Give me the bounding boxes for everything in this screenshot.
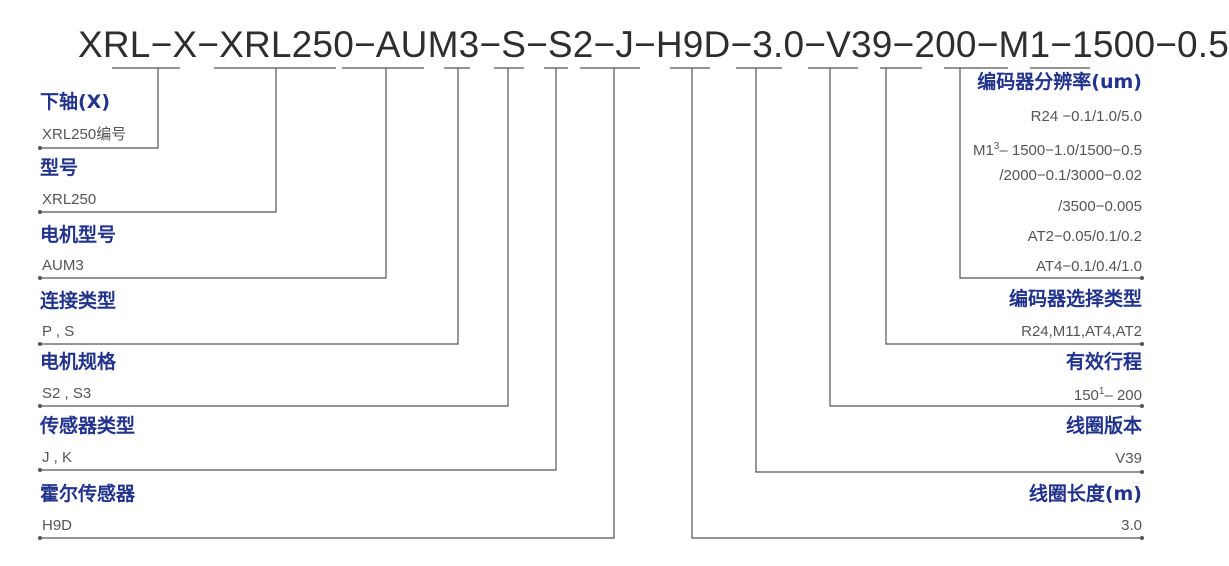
connector-s <box>40 68 459 345</box>
encoder-resolution-line-1: M13– 1500−1.0/1500−0.5 <box>972 141 1142 159</box>
left-title-3: 连接类型 <box>40 290 117 312</box>
connector-v39 <box>755 68 1142 473</box>
connector-xrl250 <box>40 68 277 213</box>
connector-j <box>40 68 557 471</box>
coil-version-title: 线圈版本 <box>1065 415 1142 437</box>
encoder-resolution-title: 编码器分辨率(um) <box>977 71 1142 93</box>
encoder-resolution-line-3: /3500−0.005 <box>1058 198 1142 215</box>
left-value-1: XRL250 <box>42 191 97 208</box>
connector-s2 <box>40 68 509 407</box>
stroke-title: 有效行程 <box>1065 351 1142 373</box>
coil-version-value: V39 <box>1115 450 1142 467</box>
encoder-resolution-line-0: R24 −0.1/1.0/5.0 <box>1030 108 1142 125</box>
left-value-5: J , K <box>42 449 73 466</box>
connector-x <box>40 68 159 149</box>
encoder-type-value: R24,M11,AT4,AT2 <box>1021 323 1142 340</box>
left-title-0: 下轴(X) <box>40 91 111 113</box>
left-value-4: S2 , S3 <box>42 385 92 402</box>
left-value-0: XRL250编号 <box>42 126 127 143</box>
encoder-resolution-line-5: AT4−0.1/0.4/1.0 <box>1035 258 1142 275</box>
left-title-1: 型号 <box>40 157 79 179</box>
connector-200 <box>829 68 1142 407</box>
left-title-4: 电机规格 <box>40 351 117 373</box>
connector-m1 <box>885 68 1142 345</box>
connector-3-0 <box>691 68 1142 539</box>
connector-h9d <box>40 68 615 539</box>
stroke-value: 1501– 200 <box>1073 386 1142 404</box>
coil-length-value: 3.0 <box>1121 517 1142 534</box>
left-title-2: 电机型号 <box>40 224 117 246</box>
left-value-6: H9D <box>42 517 73 534</box>
connector-aum3 <box>40 68 387 279</box>
left-value-3: P , S <box>42 323 75 340</box>
encoder-resolution-line-2: /2000−0.1/3000−0.02 <box>999 167 1142 184</box>
left-title-5: 传感器类型 <box>40 415 136 437</box>
encoder-type-title: 编码器选择类型 <box>1008 288 1142 310</box>
model-code: XRL−X−XRL250−AUM3−S−S2−J−H9D−3.0−V39−200… <box>78 24 1229 65</box>
connector-1500 <box>959 68 1142 279</box>
left-title-6: 霍尔传感器 <box>40 483 136 505</box>
encoder-resolution-line-4: AT2−0.05/0.1/0.2 <box>1027 228 1142 245</box>
coil-length-title: 线圈长度(m) <box>1028 483 1142 505</box>
left-value-2: AUM3 <box>42 257 84 274</box>
